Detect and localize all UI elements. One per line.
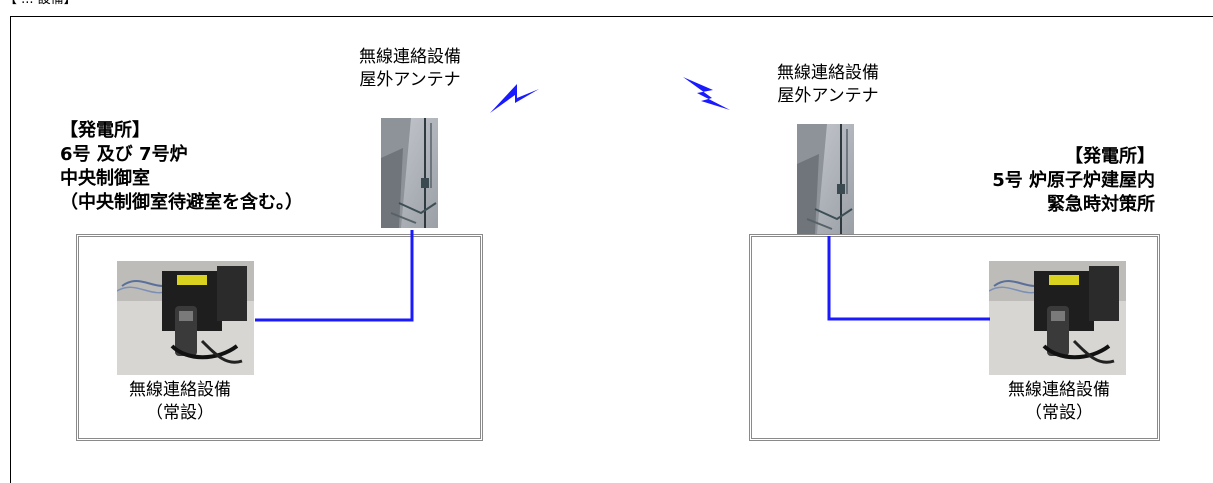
right-equipment-label: 無線連絡設備 （常設） bbox=[979, 379, 1139, 425]
left-antenna-label: 無線連絡設備 屋外アンテナ bbox=[330, 46, 490, 92]
right-lightning-bolt-icon bbox=[683, 77, 730, 110]
header-tag: 【 ... 設備】 bbox=[4, 0, 77, 8]
right-equipment-label-line-1: 無線連絡設備 bbox=[1008, 380, 1110, 400]
left-equipment-label: 無線連絡設備 （常設） bbox=[100, 379, 260, 425]
left-heading-line-3: 中央制御室 bbox=[60, 168, 150, 189]
right-antenna-label: 無線連絡設備 屋外アンテナ bbox=[748, 62, 908, 108]
right-site-heading: 【発電所】 5号 炉原子炉建屋内 緊急時対策所 bbox=[900, 145, 1155, 217]
frame-top-line bbox=[10, 16, 1213, 17]
left-antenna-photo bbox=[381, 118, 438, 228]
left-heading-line-1: 【発電所】 bbox=[60, 120, 150, 141]
right-radio-equipment-photo bbox=[989, 261, 1126, 375]
left-room-box bbox=[76, 234, 483, 441]
frame-left-line bbox=[10, 16, 11, 483]
right-antenna-photo bbox=[797, 124, 854, 234]
left-heading-line-2: 6号 及び 7号炉 bbox=[60, 144, 188, 165]
right-antenna-label-line-2: 屋外アンテナ bbox=[777, 86, 879, 106]
left-radio-equipment-photo bbox=[117, 261, 254, 375]
left-antenna-label-line-2: 屋外アンテナ bbox=[359, 70, 461, 90]
left-heading-line-4: （中央制御室待避室を含む。） bbox=[60, 192, 303, 213]
right-heading-line-3: 緊急時対策所 bbox=[1047, 194, 1155, 215]
left-connection-line bbox=[255, 230, 414, 322]
right-equipment-label-line-2: （常設） bbox=[1025, 403, 1093, 423]
right-heading-line-2: 5号 炉原子炉建屋内 bbox=[992, 170, 1155, 191]
right-heading-line-1: 【発電所】 bbox=[1065, 146, 1155, 167]
left-lightning-bolt-icon bbox=[490, 84, 539, 113]
left-equipment-label-line-1: 無線連絡設備 bbox=[129, 380, 231, 400]
left-site-heading: 【発電所】 6号 及び 7号炉 中央制御室 （中央制御室待避室を含む。） bbox=[60, 119, 303, 215]
right-antenna-label-line-1: 無線連絡設備 bbox=[777, 63, 879, 83]
left-equipment-label-line-2: （常設） bbox=[146, 403, 214, 423]
right-connection-line bbox=[827, 236, 990, 321]
right-room-box bbox=[749, 234, 1160, 441]
left-antenna-label-line-1: 無線連絡設備 bbox=[359, 47, 461, 67]
